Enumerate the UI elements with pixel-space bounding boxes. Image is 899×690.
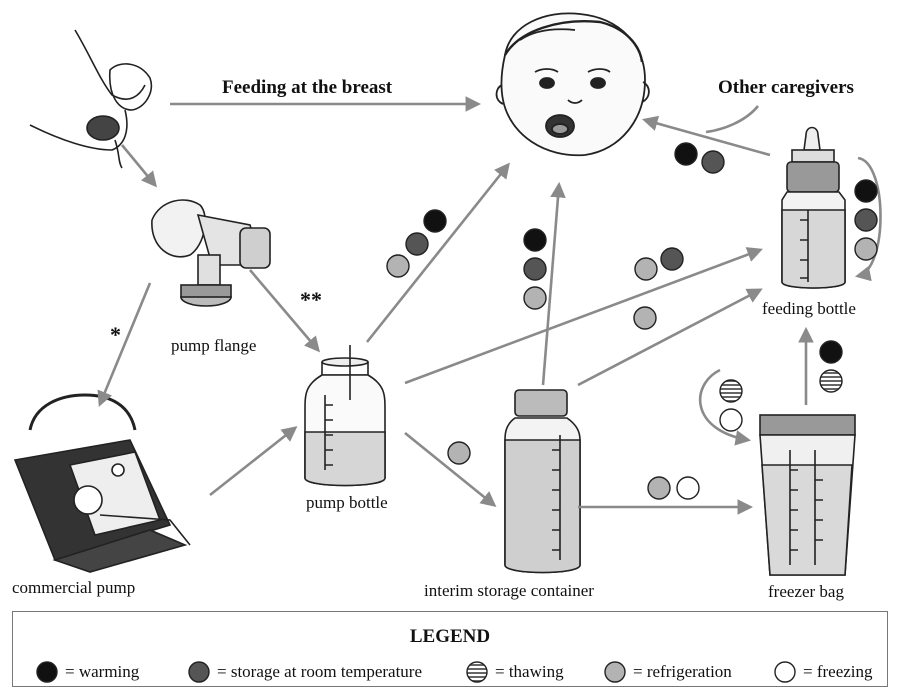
legend-row: = warming = storage at room temperature … <box>13 660 887 684</box>
freezing-dot <box>720 409 742 431</box>
warming-dot <box>524 229 546 251</box>
room-temperature-swatch-icon <box>187 660 211 684</box>
legend-text: = storage at room temperature <box>217 662 422 682</box>
room-temp-dot <box>855 209 877 231</box>
refrigeration-dot <box>634 307 656 329</box>
arrow-breast-to-flange <box>122 145 155 185</box>
thawing-swatch-icon <box>465 660 489 684</box>
feeding-at-breast-label: Feeding at the breast <box>222 77 392 99</box>
arrow-freezer-loop <box>700 370 748 440</box>
warming-dot <box>855 180 877 202</box>
room-temp-dot <box>406 233 428 255</box>
thawing-dot <box>720 380 742 402</box>
feeding-bottle-label: feeding bottle <box>762 299 856 319</box>
arrow-storage-to-feeding <box>578 290 760 385</box>
freezer-bag-illustration <box>760 415 855 575</box>
arrow-caregivers-curve <box>706 106 758 132</box>
legend-text: = thawing <box>495 662 564 682</box>
legend-item-warming: = warming <box>35 660 139 684</box>
double-asterisk: ** <box>300 287 322 313</box>
room-temp-dot <box>661 248 683 270</box>
pump-flange-illustration <box>152 200 270 306</box>
single-asterisk: * <box>110 322 121 348</box>
feeding-bottle-illustration <box>782 128 845 289</box>
legend-item-thawing: = thawing <box>465 660 564 684</box>
arrow-flange-to-pump <box>100 283 150 404</box>
legend-item-refrigeration: = refrigeration <box>603 660 732 684</box>
freezer-bag-label: freezer bag <box>768 582 844 602</box>
freezing-swatch-icon <box>773 660 797 684</box>
warming-swatch-icon <box>35 660 59 684</box>
refrigeration-dot <box>524 287 546 309</box>
arrow-bottle-to-storage <box>405 433 494 505</box>
commercial-pump-label: commercial pump <box>12 578 135 598</box>
arrow-feeding-to-baby <box>645 120 770 155</box>
baby-face-illustration <box>497 13 649 155</box>
arrow-storage-to-baby <box>543 185 559 385</box>
other-caregivers-label: Other caregivers <box>718 77 854 99</box>
breast-illustration <box>30 30 151 168</box>
legend: LEGEND = warming = storage at room tempe… <box>12 611 888 687</box>
pump-flange-label: pump flange <box>171 336 256 356</box>
thawing-dot <box>820 370 842 392</box>
freezing-dot <box>677 477 699 499</box>
legend-title: LEGEND <box>13 626 887 648</box>
interim-storage-illustration <box>505 390 580 573</box>
room-temp-dot <box>524 258 546 280</box>
legend-text: = warming <box>65 662 139 682</box>
warming-dot <box>820 341 842 363</box>
arrow-pump-to-bottle <box>210 428 295 495</box>
refrigeration-dot <box>648 477 670 499</box>
legend-text: = refrigeration <box>633 662 732 682</box>
pump-bottle-label: pump bottle <box>306 493 388 513</box>
commercial-pump-illustration <box>15 395 190 572</box>
refrigeration-dot <box>387 255 409 277</box>
refrigeration-dot <box>448 442 470 464</box>
refrigeration-dot <box>635 258 657 280</box>
refrigeration-dot <box>855 238 877 260</box>
legend-item-room-temperature: = storage at room temperature <box>187 660 422 684</box>
legend-text: = freezing <box>803 662 873 682</box>
pump-bottle-illustration <box>305 345 385 486</box>
legend-item-freezing: = freezing <box>773 660 873 684</box>
refrigeration-swatch-icon <box>603 660 627 684</box>
interim-storage-label: interim storage container <box>424 581 594 601</box>
room-temp-dot <box>702 151 724 173</box>
warming-dot <box>424 210 446 232</box>
warming-dot <box>675 143 697 165</box>
arrow-bottle-to-baby <box>367 165 508 342</box>
